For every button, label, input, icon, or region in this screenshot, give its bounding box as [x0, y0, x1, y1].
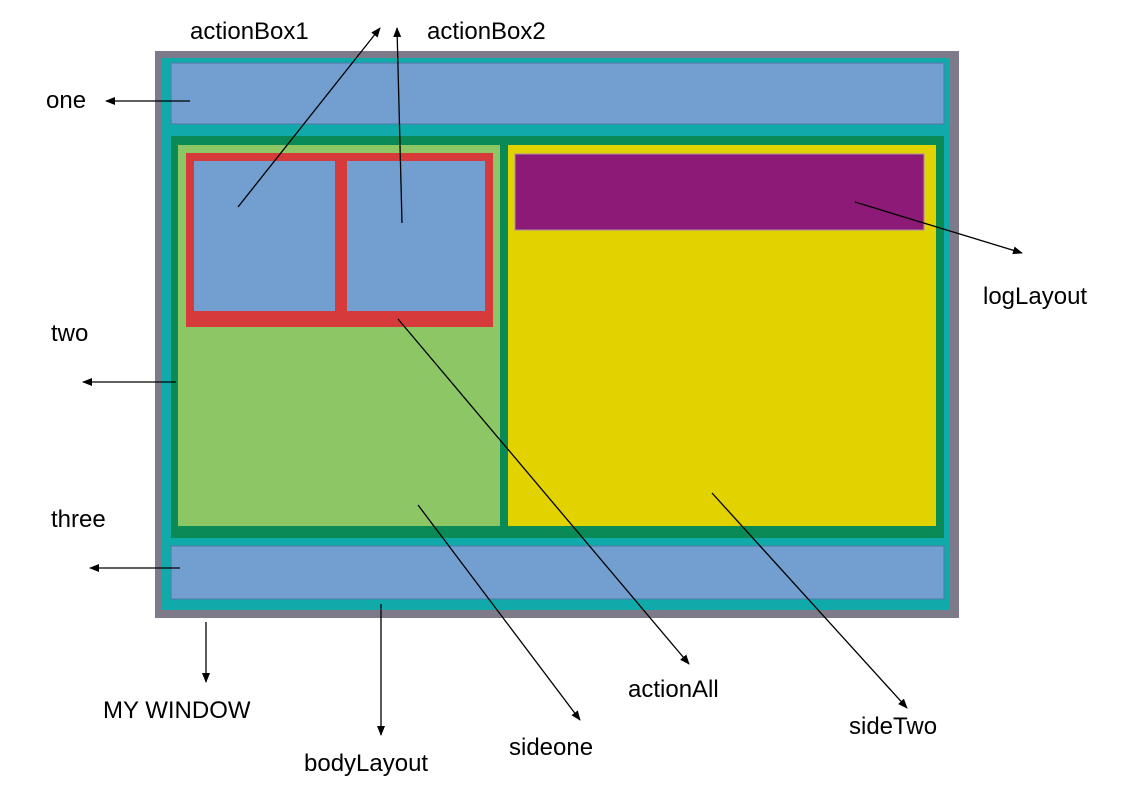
arrow-side-one — [417, 504, 581, 721]
arrow-log-layout — [854, 201, 1023, 255]
label-two: two — [51, 320, 88, 347]
label-one: one — [46, 87, 86, 114]
label-side-one: sideone — [509, 734, 593, 761]
label-side-two: sideTwo — [849, 713, 937, 740]
arrows-group — [82, 27, 1023, 736]
action-box-1 — [194, 161, 335, 311]
arrow-side-two — [711, 492, 908, 709]
label-three: three — [51, 506, 106, 533]
log-layout-box — [514, 153, 925, 231]
label-log-layout: logLayout — [983, 283, 1087, 310]
one-box — [170, 62, 945, 125]
action-box-2 — [347, 161, 485, 311]
arrow-action-box-2 — [393, 27, 403, 224]
label-action-box-2: actionBox2 — [427, 18, 546, 45]
label-action-box-1: actionBox1 — [190, 18, 309, 45]
label-my-window: MY WINDOW — [103, 697, 251, 724]
arrow-action-box-1 — [237, 27, 381, 208]
three-box — [170, 545, 945, 600]
label-body-layout: bodyLayout — [304, 750, 428, 777]
label-action-all: actionAll — [628, 676, 719, 703]
arrow-action-all — [397, 318, 690, 665]
